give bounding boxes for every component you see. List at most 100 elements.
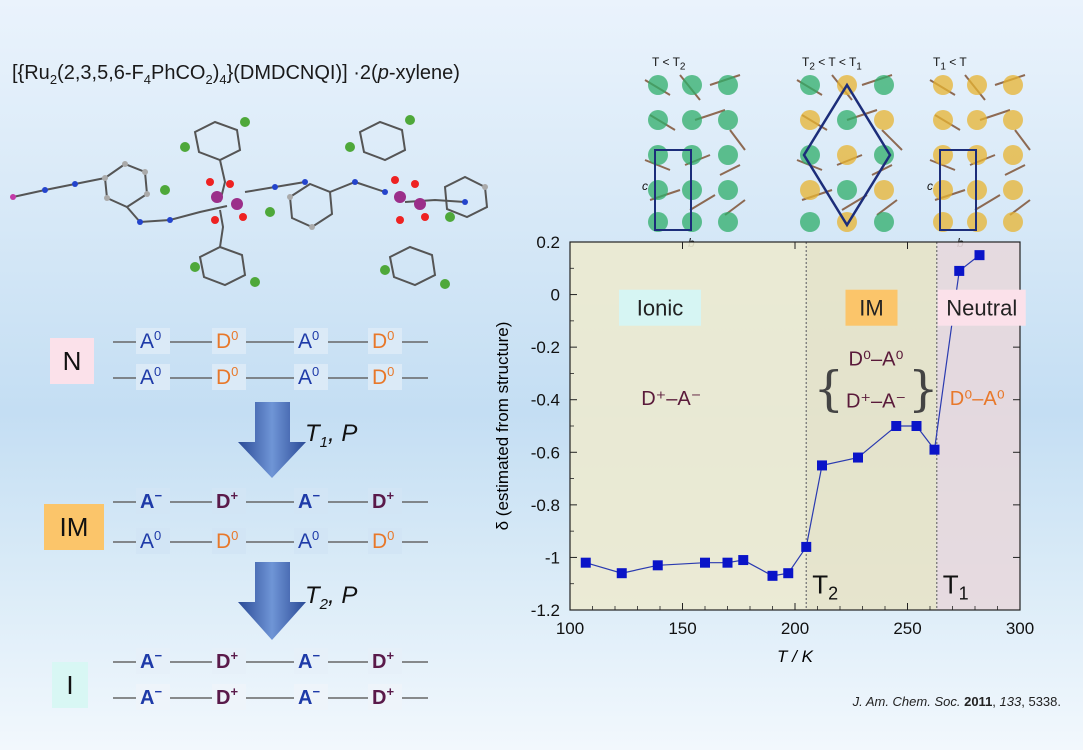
transition-arrow-1 xyxy=(238,402,306,478)
data-point xyxy=(853,452,863,463)
transition-arrow-2 xyxy=(238,562,306,640)
chain-row: A− D+ A− D+ xyxy=(113,648,428,674)
acceptor-neutral: A0 xyxy=(298,364,319,389)
data-point xyxy=(911,421,922,431)
series-points xyxy=(580,250,985,581)
label-ionic-bg xyxy=(619,289,701,326)
acceptor-ionic: A− xyxy=(140,684,162,709)
donor-ionic: D+ xyxy=(372,648,394,673)
donor-neutral: D0 xyxy=(372,364,394,389)
label-neutral-bg xyxy=(937,289,1026,326)
data-point xyxy=(738,555,749,566)
acceptor-neutral: A0 xyxy=(140,328,161,353)
x-tick-label: 250 xyxy=(893,619,921,638)
arrow-label-suffix: , P xyxy=(328,420,358,447)
phase-transition-scheme: N IM I A0 D0 A0 D0 xyxy=(0,320,520,720)
title-part: (2,3,5,6-F xyxy=(57,62,144,84)
crystal-packing-mid xyxy=(796,74,903,232)
formula-im-1: D⁰–A⁰ xyxy=(849,349,904,371)
label-im-bg xyxy=(845,289,898,326)
y-tick-label: 0 xyxy=(551,286,560,305)
crystal-label-high: T1 < T xyxy=(933,55,967,73)
chain-row: A0 D0 A0 D0 xyxy=(113,328,428,354)
title-italic: p xyxy=(377,62,389,84)
chain-row: A0 D0 A0 D0 xyxy=(113,364,428,390)
chain-row: A− D+ A− D+ xyxy=(113,488,428,514)
acceptor-ionic: A− xyxy=(298,684,320,709)
phase-boundaries xyxy=(805,242,938,610)
donor-ionic: D+ xyxy=(216,684,238,709)
y-tick-label: -0.4 xyxy=(531,391,560,410)
label-im: IM xyxy=(859,296,883,321)
data-point xyxy=(891,421,902,431)
acceptor-neutral: A0 xyxy=(140,364,161,389)
formula-im-2: D⁺–A⁻ xyxy=(846,391,906,413)
title-sub: 2 xyxy=(49,72,58,87)
transition-label-sub: 2 xyxy=(828,584,838,604)
title-sub: 4 xyxy=(219,72,227,87)
y-tick-label: -1.2 xyxy=(531,601,560,620)
data-point xyxy=(974,250,985,261)
chain-row: A0 D0 A0 D0 xyxy=(113,528,428,554)
acceptor-neutral: A0 xyxy=(298,528,319,553)
citation-pages: , 5338. xyxy=(1021,694,1061,709)
y-tick-label: 0.2 xyxy=(536,233,560,252)
label-ionic: Ionic xyxy=(637,296,683,321)
transition-label-sub: 1 xyxy=(959,584,969,604)
donor-ionic: D+ xyxy=(372,684,394,709)
title-part: [{Ru xyxy=(12,62,50,84)
x-tick-label: 100 xyxy=(556,619,584,638)
y-tick-label: -0.6 xyxy=(531,443,560,462)
data-point xyxy=(767,570,778,581)
phase-box-n: N xyxy=(50,338,94,384)
arrow-label-sub: 1 xyxy=(319,433,329,451)
arrow-label-t: T xyxy=(305,420,320,447)
donor-neutral: D0 xyxy=(372,328,394,353)
transition-label-t: T xyxy=(943,570,959,600)
x-tick-label: 200 xyxy=(781,619,809,638)
series-line xyxy=(585,254,980,577)
donor-ionic: D+ xyxy=(216,488,238,513)
y-axis: -1.2 -1 -0.8 -0.6 -0.4 -0.2 0 0.2 xyxy=(531,233,1020,620)
molecular-structure-image xyxy=(10,115,489,289)
data-point xyxy=(700,557,710,568)
brace-right: } xyxy=(908,361,939,417)
title-part: ·2( xyxy=(347,62,378,84)
data-point xyxy=(616,568,627,579)
y-tick-label: -0.2 xyxy=(531,338,560,357)
arrow-label-t: T xyxy=(305,582,320,609)
label-neutral: Neutral xyxy=(946,296,1017,321)
transition-label: T2 xyxy=(812,570,838,604)
transition-label: T1 xyxy=(943,570,969,604)
x-tick-label: 150 xyxy=(668,619,696,638)
data-point xyxy=(722,557,733,568)
formula-ionic: D⁺–A⁻ xyxy=(641,388,701,410)
donor-ionic: D+ xyxy=(216,648,238,673)
data-point xyxy=(783,568,794,579)
acceptor-neutral: A0 xyxy=(140,528,161,553)
title-sub: 2 xyxy=(205,72,213,87)
arrow-label-2: T2, P xyxy=(305,582,357,613)
crystal-packing-high: c xyxy=(927,74,1031,232)
series-polyline xyxy=(585,254,980,577)
title-part: ) xyxy=(212,62,220,84)
crystal-label-low: T < T2 xyxy=(652,55,686,73)
brace-left: { xyxy=(813,361,844,417)
formula-neutral: D⁰–A⁰ xyxy=(950,388,1005,410)
acceptor-ionic: A− xyxy=(140,648,162,673)
arrow-label-sub: 2 xyxy=(319,595,329,613)
axis-c-label: c xyxy=(642,179,648,193)
donor-neutral: D0 xyxy=(216,528,238,553)
title-sub: 4 xyxy=(143,72,151,87)
acceptor-ionic: A− xyxy=(140,488,162,513)
acceptor-ionic: A− xyxy=(298,648,320,673)
donor-ionic: D+ xyxy=(372,488,394,513)
arrow-label-1: T1, P xyxy=(305,420,357,451)
citation: J. Am. Chem. Soc. 2011, 133, 5338. xyxy=(852,694,1061,709)
y-tick-label: -0.8 xyxy=(531,496,560,515)
y-tick-label: -1 xyxy=(545,548,560,567)
phase-box-i: I xyxy=(52,662,88,708)
compound-title: [{Ru2(2,3,5,6-F4PhCO2)4}(DMDCNQI)] ·2(p-… xyxy=(12,62,460,87)
